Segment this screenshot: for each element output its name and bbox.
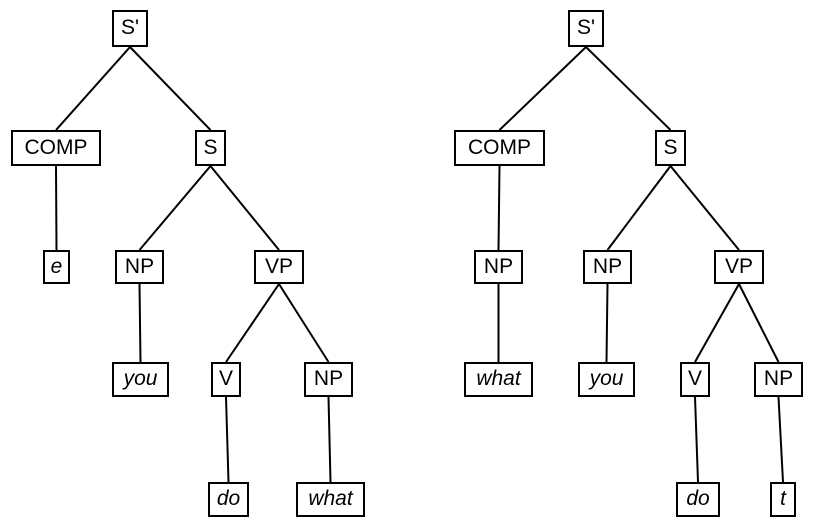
tree-edge	[498, 46, 587, 131]
node-label: NP	[483, 254, 514, 278]
tree-edge	[606, 165, 672, 251]
node-label: COMP	[24, 135, 88, 159]
tree-edge	[278, 283, 330, 363]
category-node-np: NP	[754, 362, 803, 397]
node-label: what	[476, 367, 521, 390]
category-node-comp: COMP	[11, 130, 101, 166]
tree-edge	[138, 283, 142, 363]
tree-edge	[209, 165, 280, 251]
node-label: NP	[313, 367, 344, 390]
category-node-vp: VP	[254, 250, 304, 284]
tree-edge	[497, 165, 501, 251]
tree-edge	[129, 46, 212, 131]
node-label: V	[218, 367, 233, 390]
node-label: VP	[724, 254, 753, 278]
tree-edge	[738, 283, 780, 363]
node-label: VP	[264, 254, 293, 278]
terminal-node-you: you	[112, 362, 169, 397]
tree-edge	[225, 283, 280, 363]
node-label: e	[50, 254, 63, 278]
tree-edge	[605, 283, 609, 363]
tree-edge	[694, 283, 740, 363]
node-label: t	[780, 487, 786, 510]
category-node-vp: VP	[714, 250, 764, 284]
tree-edge	[55, 165, 58, 251]
category-node-np: NP	[115, 250, 164, 284]
node-label: NP	[592, 254, 623, 278]
node-label: S	[203, 135, 218, 159]
terminal-node-you: you	[578, 362, 635, 397]
terminal-node-what: what	[464, 362, 533, 397]
tree-edge	[669, 165, 740, 251]
node-label: V	[687, 367, 702, 390]
category-node-v: V	[211, 362, 241, 397]
node-label: NP	[763, 367, 794, 390]
category-node-np: NP	[474, 250, 523, 284]
node-label: do	[686, 487, 710, 510]
terminal-node-t: t	[770, 482, 796, 517]
category-node-comp: COMP	[454, 130, 545, 166]
category-node-s: S	[195, 130, 226, 166]
category-node-v: V	[680, 362, 710, 397]
category-node-s: S	[655, 130, 686, 166]
tree-edge	[55, 46, 131, 131]
node-label: S'	[576, 16, 596, 39]
terminal-node-do: do	[208, 482, 249, 517]
category-node-s: S'	[112, 10, 148, 47]
category-node-np: NP	[304, 362, 353, 397]
node-label: you	[123, 367, 158, 390]
tree-edge	[777, 396, 784, 483]
tree-edge	[327, 396, 332, 483]
node-label: do	[216, 487, 241, 510]
tree-edge	[138, 165, 212, 251]
category-node-np: NP	[583, 250, 632, 284]
terminal-node-e: e	[43, 250, 70, 284]
node-label: S	[663, 135, 678, 159]
node-label: S'	[120, 16, 140, 39]
tree-edge	[694, 396, 699, 483]
node-label: you	[589, 367, 624, 390]
terminal-node-what: what	[296, 482, 365, 517]
category-node-s: S'	[568, 10, 604, 47]
tree-edge	[585, 46, 672, 131]
node-label: NP	[124, 254, 155, 278]
node-label: what	[308, 487, 353, 510]
tree-edge	[225, 396, 230, 483]
terminal-node-do: do	[676, 482, 720, 517]
node-label: COMP	[468, 135, 531, 159]
